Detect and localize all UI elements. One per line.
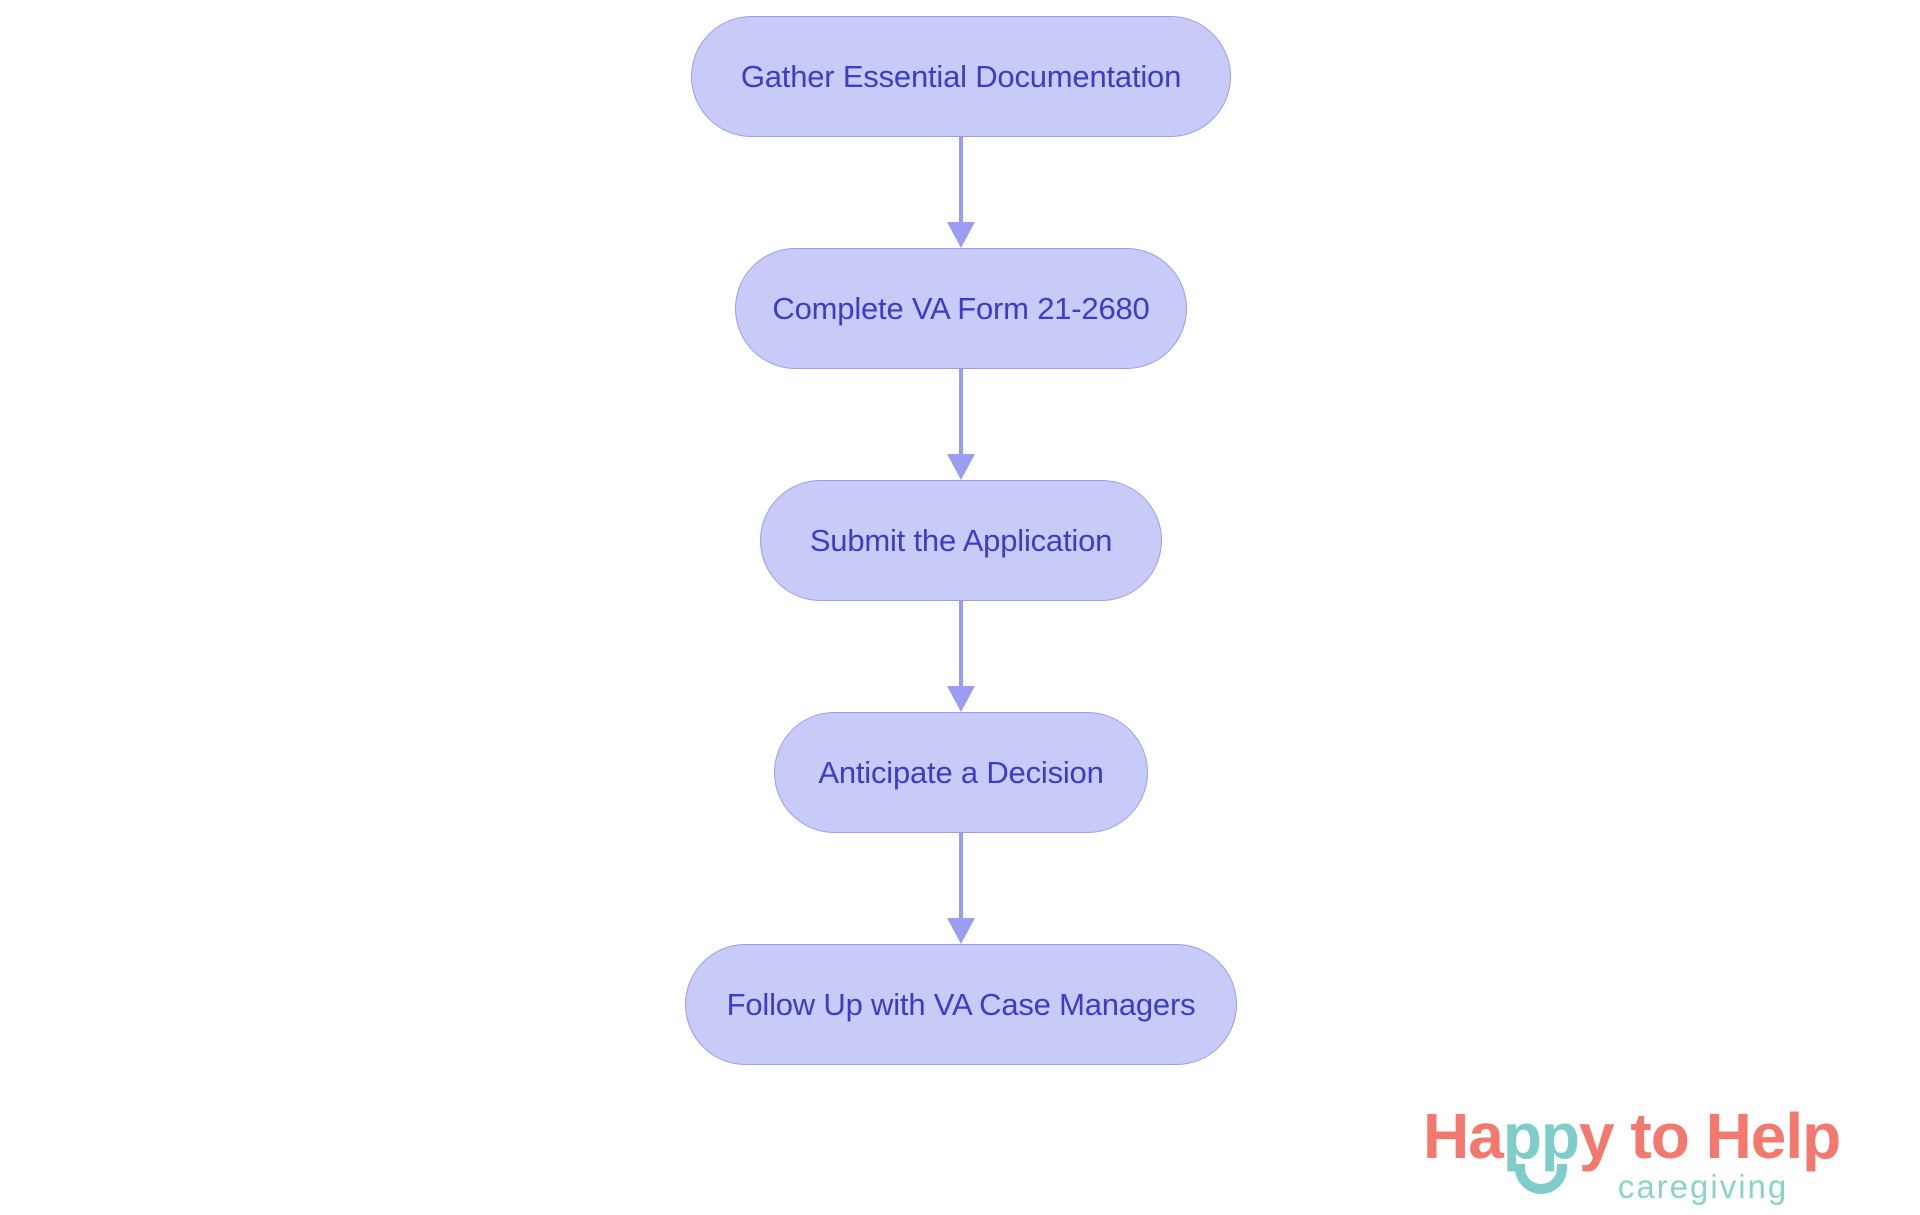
logo-subtitle: caregiving bbox=[1617, 1168, 1789, 1205]
flow-node-label: Submit the Application bbox=[809, 522, 1113, 558]
flow-node-anticipate-decision: Anticipate a Decision bbox=[774, 712, 1148, 833]
flow-node-follow-up: Follow Up with VA Case Managers bbox=[685, 944, 1237, 1065]
flow-node-label: Gather Essential Documentation bbox=[740, 58, 1182, 94]
flow-arrow-1-to-2 bbox=[947, 137, 975, 248]
flow-arrow-2-to-3 bbox=[947, 369, 975, 480]
arrow-head-icon bbox=[947, 454, 975, 480]
flow-node-label: Complete VA Form 21-2680 bbox=[772, 290, 1150, 326]
flow-node-submit-application: Submit the Application bbox=[760, 480, 1162, 601]
flow-node-label: Follow Up with VA Case Managers bbox=[726, 986, 1196, 1022]
flow-node-label: Anticipate a Decision bbox=[818, 754, 1104, 790]
smile-icon bbox=[1514, 1164, 1567, 1194]
arrow-head-icon bbox=[947, 686, 975, 712]
flow-arrow-4-to-5 bbox=[947, 833, 975, 944]
logo-text-pp: pp bbox=[1503, 1104, 1580, 1194]
flow-node-complete-va-form: Complete VA Form 21-2680 bbox=[735, 248, 1187, 369]
logo-text-pp-letters: pp bbox=[1502, 1100, 1580, 1172]
flow-node-gather-documentation: Gather Essential Documentation bbox=[691, 16, 1231, 137]
arrow-line bbox=[959, 833, 963, 920]
arrow-line bbox=[959, 369, 963, 456]
arrow-head-icon bbox=[947, 918, 975, 944]
logo-text-ha: Ha bbox=[1423, 1100, 1504, 1172]
flow-arrow-3-to-4 bbox=[947, 601, 975, 712]
arrow-line bbox=[959, 137, 963, 224]
arrow-head-icon bbox=[947, 222, 975, 248]
arrow-line bbox=[959, 601, 963, 688]
logo-text-y-to-help: y to Help bbox=[1579, 1100, 1841, 1172]
